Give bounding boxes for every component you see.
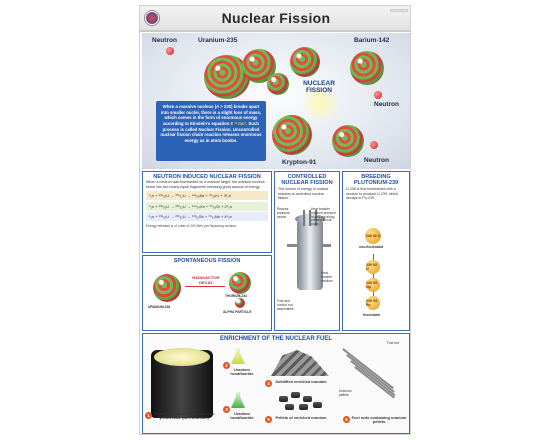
header-corner-mark <box>390 9 408 12</box>
alpha-label: ALPHA PARTICLE <box>223 310 252 314</box>
enrichment-title: ENRICHMENT OF THE NUCLEAR FUEL <box>220 336 332 342</box>
fission-description-box: When a massive nucleus (A > 230) breaks … <box>156 101 266 161</box>
fragment-nucleus-icon <box>332 125 364 157</box>
poster-header: Nuclear Fission <box>140 6 410 32</box>
neutron-induced-panel: NEUTRON INDUCED NUCLEAR FISSION When a n… <box>142 171 272 253</box>
step-caption-5: Pellets of enriched uranium <box>275 415 327 420</box>
arrow-down-icon <box>373 254 374 260</box>
pellet-icon <box>299 404 308 410</box>
neutron-particle-icon <box>166 47 174 55</box>
label-neutron-bottom: Neutron <box>364 157 389 164</box>
decay-arrow-icon <box>185 286 225 287</box>
alpha-particle-icon <box>235 298 245 308</box>
step-number-2: 2 <box>223 362 230 369</box>
callout-text-before: When a massive nucleus (A > 230) breaks … <box>160 104 262 127</box>
arrow-down-icon <box>373 274 374 278</box>
fuel-rod-icon <box>342 348 394 389</box>
label-nuclear-fission: NUCLEAR FISSION <box>303 80 335 95</box>
step-number-3: 3 <box>223 406 230 413</box>
step-caption-3: Uranium hexafluoride <box>230 411 254 421</box>
step-number-6: 6 <box>343 416 350 423</box>
einstein-equation: E = mc². <box>230 121 248 127</box>
label-neutron-top: Neutron <box>152 37 177 44</box>
poster-title: Nuclear Fission <box>221 10 331 26</box>
vessel-label: Reactor pressure vessel <box>277 207 290 219</box>
label-uranium: Uranium-235 <box>198 37 238 44</box>
uranium-pellets-label: Uranium pellets <box>339 389 352 397</box>
breeding-plutonium-panel: BREEDING PLUTONIUM-239 U-238 is first bo… <box>342 171 410 331</box>
yellow-cake-drum-icon <box>151 348 213 418</box>
label-barium: Barium-142 <box>354 37 390 44</box>
publisher-logo-icon <box>145 11 159 25</box>
u239-nucleus-icon: 239 92 U <box>366 260 380 274</box>
step-number-4: 4 <box>265 380 272 387</box>
np239-nucleus-icon: 239 93 Np <box>366 278 380 292</box>
neutron-particle-icon <box>374 91 382 99</box>
callout-text-after: Such process is called Nuclear Fission. … <box>160 121 262 144</box>
heat-medium-label: Heat transfer medium <box>321 271 333 283</box>
spontaneous-fission-panel: SPONTANEOUS FISSION RADIOACTIVE DECAY UR… <box>142 255 272 331</box>
fuel-rods-label: Fuel and control rod assemblies <box>277 299 294 311</box>
energy-note: Energy released is of order of 200 MeV p… <box>146 223 237 228</box>
flask-hexafluoride-green-icon <box>231 392 245 408</box>
flask-hexafluoride-icon <box>231 348 245 364</box>
neutron-induced-title: NEUTRON INDUCED NUCLEAR FISSION <box>153 174 261 180</box>
pellet-icon <box>285 404 294 410</box>
pellet-icon <box>279 396 288 402</box>
pu239-nucleus-icon: 239 94 Pu <box>366 296 380 310</box>
fuel-rod-label: Fuel rod <box>387 341 400 345</box>
enrichment-panel: ENRICHMENT OF THE NUCLEAR FUEL 1 Treatin… <box>142 333 410 434</box>
breeding-title: BREEDING PLUTONIUM-239 <box>353 174 399 187</box>
controlled-title: CONTROLLED NUCLEAR FISSION <box>281 174 333 187</box>
controlled-text: The source of energy in nuclear reactors… <box>278 186 329 201</box>
step-caption-4: Solidified enriched uranium <box>275 379 327 384</box>
step-caption-1: Treating uranium mineral to form yellow … <box>153 411 215 421</box>
step-number-1: 1 <box>145 412 152 419</box>
nucleus-fragment-icon <box>290 47 320 77</box>
step-caption-2: Uranium hexafluoride <box>230 367 254 377</box>
reactor-vessel-icon <box>287 210 331 302</box>
spontaneous-title: SPONTANEOUS FISSION <box>173 258 241 264</box>
uranium-238-label: URANIUM-238 <box>148 305 171 309</box>
fuel-rod-icon <box>354 366 395 399</box>
thorium-nucleus-icon <box>229 272 251 294</box>
pellet-icon <box>303 396 312 402</box>
label-neutron-right: Neutron <box>374 101 399 108</box>
poster: Nuclear Fission Neutron Uranium-235 Bari… <box>139 5 411 435</box>
heat-transfer-label: Heat transfer medium pumped in and out a… <box>311 207 336 227</box>
fissionable-label: fissionable <box>363 313 381 317</box>
neutron-particle-icon <box>370 141 378 149</box>
breeding-text: U-238 is first bombarded with a neutron … <box>346 186 399 201</box>
energy-glow <box>300 83 340 123</box>
fuel-rod-icon <box>346 354 395 393</box>
pellet-icon <box>313 402 322 408</box>
arrow-down-icon <box>373 292 374 296</box>
fission-equation-3: ¹₀n + ²³⁵₉₂U → ²³⁶₉₂U → ¹³³₅₁Sb + ⁹⁹₄₁Nb… <box>146 212 268 222</box>
label-krypton: Krypton-91 <box>282 159 317 166</box>
uranium-238-nucleus-icon <box>153 274 181 302</box>
neutron-induced-text: When a neutron was bombarded on a uraniu… <box>146 180 265 190</box>
controlled-fission-panel: CONTROLLED NUCLEAR FISSION The source of… <box>274 171 340 331</box>
decay-label: RADIOACTIVE DECAY <box>192 275 220 285</box>
fission-illustration: Neutron Uranium-235 Barium-142 NUCLEAR F… <box>142 33 410 169</box>
fission-equation-2: ¹₀n + ²³⁵₉₂U → ²³⁶₉₂U → ¹⁴⁴₅₄Xe + ⁹⁰₃₈Sr… <box>146 201 268 211</box>
pellet-icon <box>291 392 300 398</box>
krypton-nucleus-icon <box>272 115 312 155</box>
step-number-5: 5 <box>265 416 272 423</box>
step-caption-6: Fuel rods containing uranium pellets <box>351 415 407 425</box>
solidified-uranium-icon <box>271 350 329 376</box>
fission-equation-1: ¹₀n + ²³⁵₉₂U → ²³⁶₉₂U → ¹⁴¹₅₆Ba + ⁹²₃₆Kr… <box>146 191 268 201</box>
u238-nucleus-icon: 238 92 U <box>365 228 381 244</box>
nucleus-fragment-icon <box>267 73 289 95</box>
barium-nucleus-icon <box>350 51 384 85</box>
non-fissionable-label: non-fissionable <box>359 245 384 249</box>
thorium-label: THORIUM-234 <box>225 294 247 298</box>
